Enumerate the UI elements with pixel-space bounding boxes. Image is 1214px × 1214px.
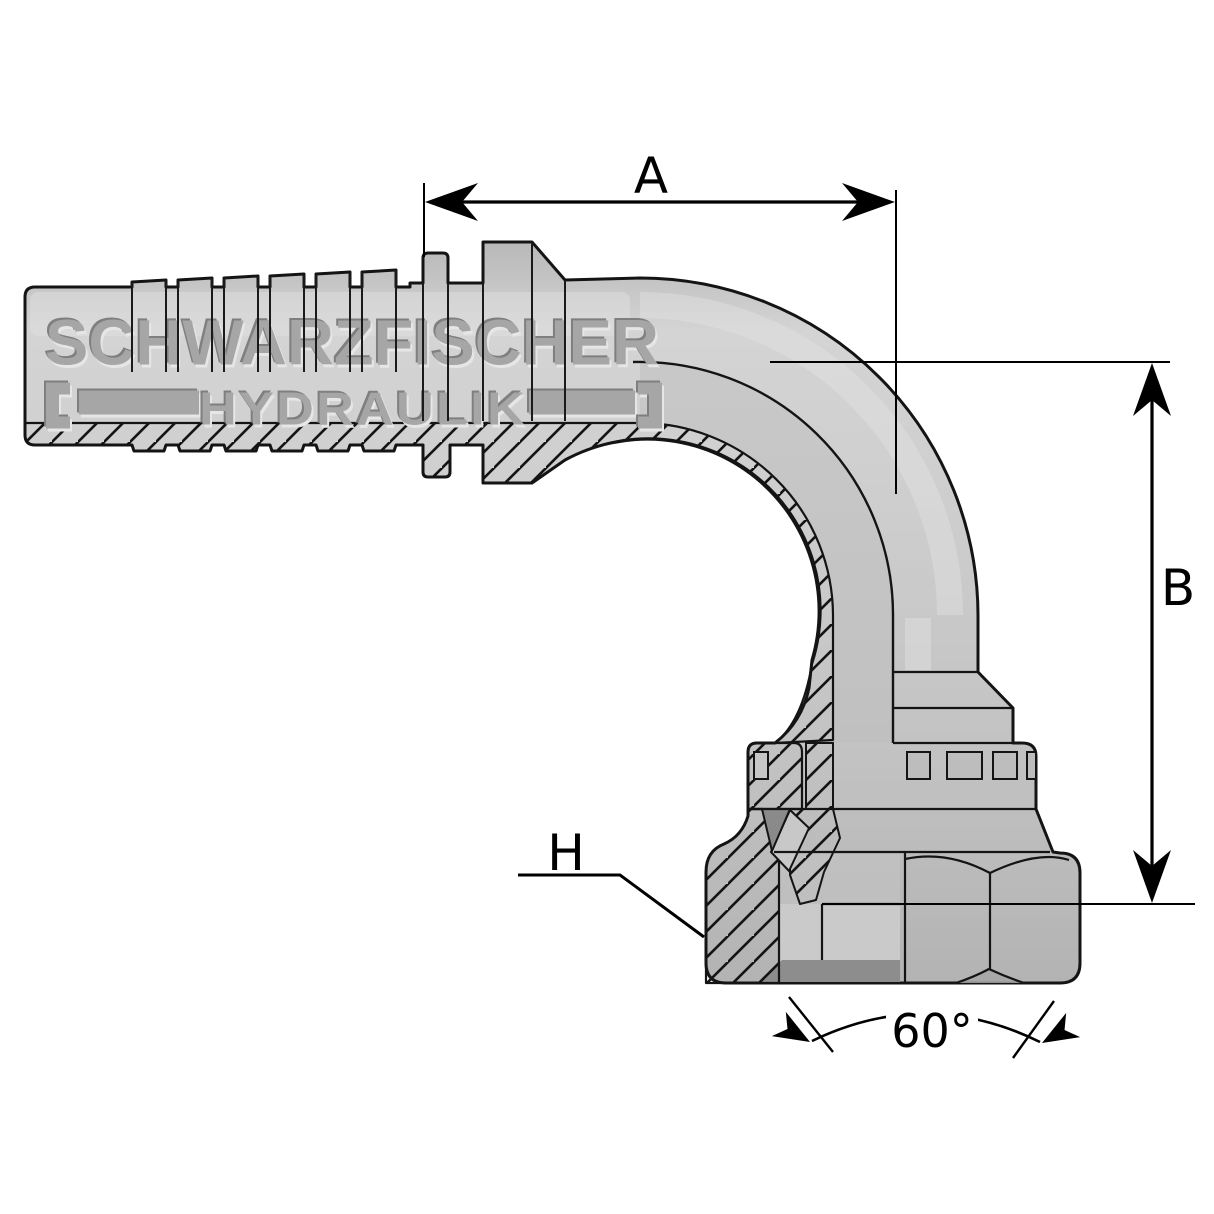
watermark-line1: SCHWARZFISCHER (45, 307, 659, 379)
angle-tick-right (1012, 1000, 1055, 1059)
dimension-b: B (770, 361, 1195, 905)
pipe-highlight (905, 618, 931, 670)
angle-tick-left (788, 996, 834, 1053)
watermark-line2: HYDRAULIK (197, 381, 525, 433)
bore-wall-shade (833, 615, 893, 743)
section-hatching (23, 421, 841, 985)
watermark-mid-layer: SCHWARZFISCHER HYDRAULIK (45, 307, 662, 435)
dim-b-arrow-top (1133, 363, 1171, 416)
angle-label-mask (886, 1000, 978, 1050)
crimp-slot (906, 751, 931, 780)
crimp-slot (1026, 751, 1037, 780)
watermark-bar-left (46, 382, 199, 429)
watermark-line2: HYDRAULIK (201, 386, 529, 438)
watermark-line1: SCHWARZFISCHER (47, 310, 661, 382)
watermark-line2: HYDRAULIK (199, 383, 527, 435)
dim-b-label: B (1161, 559, 1195, 617)
nut-interior-shadow (760, 960, 900, 982)
elbow-highlight (639, 292, 963, 616)
crimp-tab-slot (753, 751, 769, 780)
dimension-a: A (423, 147, 897, 494)
dim-a-arrow-right (842, 183, 895, 221)
dim-a-arrow-left (425, 183, 478, 221)
tube-highlight (30, 292, 630, 336)
watermark-light-layer: SCHWARZFISCHER HYDRAULIK (47, 310, 664, 438)
angle-arrow-right (1042, 1012, 1081, 1043)
elbow-inner-edge (632, 360, 895, 743)
sleeve-section-hatch (805, 742, 834, 810)
nut-face2-top-arc (989, 855, 1070, 874)
nut-bottom-shadow (956, 969, 1024, 983)
dimension-h: H (518, 824, 705, 939)
inner-bend-shade (640, 362, 893, 615)
hose-wall-hatch (23, 421, 835, 745)
dim-h-label: H (547, 824, 585, 882)
dim-h-leader (518, 873, 705, 939)
watermark: SCHWARZFISCHER HYDRAULIK SCHWARZFISCHER … (43, 305, 664, 438)
angle-arrow-left (771, 1011, 810, 1042)
nut-face1-top-arc (904, 855, 991, 874)
watermark-bar-right (529, 382, 662, 429)
nut-bottom-arcs (955, 967, 1025, 985)
crimp-band-slots (906, 751, 1037, 780)
crimp-slot (992, 751, 1018, 780)
dim-b-arrow-bottom (1133, 850, 1171, 903)
nut-interior-lower (779, 904, 900, 961)
angle-label: 60° (891, 1004, 973, 1058)
barb-ridge-lines (131, 242, 566, 421)
crimp-slot (946, 751, 983, 780)
angle-annotation: 60° (771, 996, 1081, 1059)
dim-a-label: A (634, 147, 668, 205)
